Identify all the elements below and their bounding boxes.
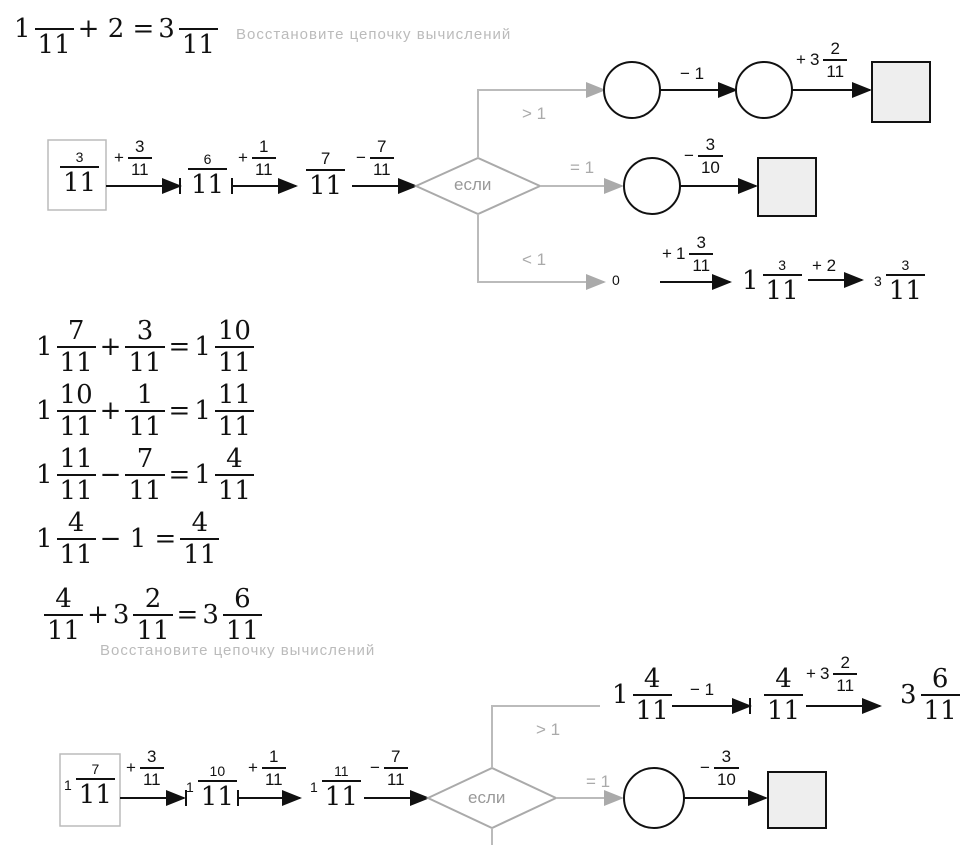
result-box-eq — [757, 157, 817, 217]
d1-decision-label: если — [454, 175, 492, 194]
d1-lt-op2: + 2 — [812, 256, 837, 275]
d2-gt-op1: − 1 — [690, 680, 715, 699]
d2-decision-label: если — [468, 788, 506, 807]
d2-cond-gt: > 1 — [536, 720, 561, 739]
diagram-2-lines — [59, 698, 882, 845]
d2-cond-eq: = 1 — [586, 772, 611, 791]
d1-gt-op1: − 1 — [680, 64, 705, 83]
faded-heading-2: Восстановите цепочку вычислений — [100, 642, 376, 659]
circle-gt-2 — [735, 61, 793, 119]
d1-cond-lt: < 1 — [522, 250, 547, 269]
circle-gt-1 — [603, 61, 661, 119]
d1-cond-gt: > 1 — [522, 104, 547, 123]
top-equation: 1 011 + 2 = 3 011 — [14, 0, 218, 58]
diagram-1-lines — [47, 61, 931, 290]
result-box-gt — [871, 61, 931, 123]
faded-heading: Восстановите цепочку вычислений — [236, 26, 512, 43]
start-box — [47, 139, 107, 211]
d1-cond-eq: = 1 — [570, 158, 595, 177]
circle-eq — [623, 157, 681, 215]
d1-lt-zero: 0 — [612, 272, 620, 288]
